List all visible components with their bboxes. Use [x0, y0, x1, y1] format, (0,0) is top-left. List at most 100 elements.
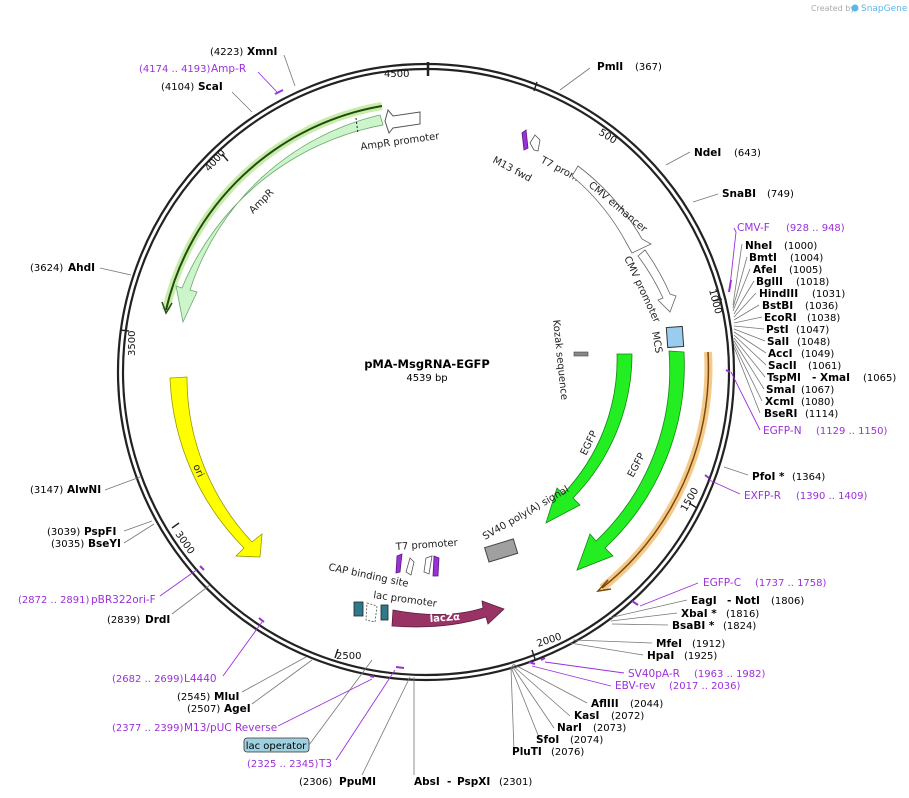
ampr-promoter-arrow [384, 108, 421, 135]
site-bseyi: BseYI [88, 538, 121, 550]
ampr-strand-arrowhead [161, 301, 173, 315]
kozak-box [573, 351, 589, 357]
ampr-marker [355, 117, 359, 135]
site-pfoi: PfoI * [752, 471, 785, 483]
tick-4000 [221, 153, 229, 162]
site-hindiii-pos: (1031) [812, 289, 845, 300]
site-nhei-pos: (1000) [784, 241, 817, 252]
site-afei-pos: (1005) [789, 265, 822, 276]
site-tspmi: TspMI [767, 372, 801, 384]
tick-2500 [334, 648, 339, 659]
site-ndei-pos-val: (643) [734, 148, 761, 159]
site-ahdi-pos: (3624) [30, 263, 63, 274]
site-sali-pos: (1048) [797, 337, 830, 348]
site-drdi: DrdI [145, 614, 170, 626]
site-kasi-pos: (2072) [611, 711, 644, 722]
site-sfoi: SfoI [536, 734, 559, 746]
primer-ebv-rev: EBV-rev [615, 680, 656, 692]
site-mlui: MluI [214, 691, 239, 703]
site-afliii-pos: (2044) [630, 699, 663, 710]
site-agei-pos: (2507) [187, 704, 220, 715]
site-afliii: AflIII [591, 698, 619, 710]
site-nhei: NheI [745, 240, 772, 252]
site-noti: NotI [735, 595, 760, 607]
ampr-arrow [175, 114, 384, 324]
snapgene-logo-icon [851, 4, 859, 12]
site-bseyi-pos: (3035) [51, 539, 84, 550]
site-pmli-pos: (367) [635, 62, 662, 73]
primer-l4440-range: (2682 .. 2699) [112, 674, 184, 685]
site-eagi-pos: (1806) [771, 596, 804, 607]
site-xmni: XmnI [247, 46, 277, 58]
site-absi-pos: (2301) [499, 777, 532, 788]
t7-bottom-arrow-left [405, 557, 415, 576]
primer-cmv-f-range: (928 .. 948) [786, 223, 845, 234]
lacz-alpha-label: lacZα [429, 612, 460, 625]
cap-binding-box [353, 601, 364, 617]
site-ppumi: PpuMI [339, 776, 376, 788]
primer-exfp-r: EXFP-R [744, 490, 781, 502]
primer-m13-puc-reverse: M13/pUC Reverse [184, 722, 277, 734]
site-ndei: NdeI [694, 147, 721, 159]
m13-fwd-bottom-arrow [432, 555, 440, 577]
site-pluti: PluTI [512, 746, 542, 758]
site-pmli: PmlI [597, 61, 623, 73]
tick-1500 [688, 502, 698, 509]
t7-bottom-arrow-right [423, 555, 433, 575]
egfp-c-arrowhead [596, 579, 612, 593]
site-bmti-pos: (1004) [790, 253, 823, 264]
tick-label-4500: 4500 [384, 69, 409, 80]
ampr-inner-strand [165, 105, 383, 311]
site-drdi-pos: (2839) [107, 615, 140, 626]
primer-amp-r-range: (4174 .. 4193) [139, 64, 211, 75]
site-xmni-pos: (4223) [210, 47, 243, 58]
site-snabi: SnaBI [722, 188, 756, 200]
site-xmai: XmaI [820, 372, 850, 384]
ampr-highlight [162, 102, 383, 311]
sites-left: AbsI - PspXI (2301) (2306) PpuMI (2545) … [30, 46, 532, 788]
primer-sv40pa-r: SV40pA-R [628, 668, 680, 680]
site-acci-pos: (1049) [801, 349, 834, 360]
tick-2000 [531, 649, 536, 660]
primer-exfp-r-range: (1390 .. 1409) [796, 491, 868, 502]
site-ecori-pos: (1038) [807, 313, 840, 324]
site-pspfi-pos: (3039) [47, 527, 80, 538]
primer-egfp-n-range: (1129 .. 1150) [816, 426, 888, 437]
lac-promoter-arrow [365, 602, 378, 623]
lac-operator-label: lac operator [246, 741, 307, 752]
site-ahdi: AhdI [68, 262, 95, 274]
site-tspmi-pos: (1065) [863, 373, 896, 384]
site-bseri: BseRI [764, 408, 797, 420]
tick-500 [533, 81, 538, 92]
plasmid-length: 4539 bp [406, 373, 447, 384]
site-alwni-pos: (3147) [30, 485, 63, 496]
site-bsabi-pos: (1824) [723, 621, 756, 632]
tick-3000 [171, 522, 180, 529]
lac-operator-leader [308, 659, 373, 746]
primer-m13-puc-reverse-range: (2377 .. 2399) [112, 723, 184, 734]
site-pfoi-pos: (1364) [792, 472, 825, 483]
plasmid-name: pMA-MsgRNA-EGFP [364, 357, 490, 371]
site-sacii: SacII [768, 360, 797, 372]
kozak-label: Kozak sequence [550, 319, 569, 400]
primer-sv40pa-r-range: (1963 .. 1982) [694, 669, 766, 680]
sites-right: PmlI (367) NdeI (749) (643) SnaBI (749) … [510, 61, 896, 758]
site-mfei-pos: (1912) [692, 639, 725, 650]
site-agei: AgeI [224, 703, 251, 715]
site-pspxi: PspXI [457, 776, 490, 788]
ori-label: ori [190, 463, 205, 479]
site-ecori: EcoRI [764, 312, 797, 324]
site-pluti-pos: (2076) [551, 747, 584, 758]
site-alwni: AlwNI [67, 484, 101, 496]
egfp-inner-arrow [545, 353, 633, 524]
tick-label-1000: 1000 [706, 288, 723, 315]
lac-operator-box [380, 604, 389, 621]
primer-amp-r: Amp-R [211, 63, 246, 75]
ampr-label: AmpR [247, 187, 276, 216]
tick-label-2000: 2000 [536, 632, 564, 650]
site-scai-pos: (4104) [161, 82, 194, 93]
primer-egfp-n: EGFP-N [763, 425, 802, 437]
primer-pbr322ori-f: pBR322ori-F [91, 594, 156, 606]
site-psti-pos: (1047) [796, 325, 829, 336]
egfp-outer-arrow [576, 350, 685, 571]
